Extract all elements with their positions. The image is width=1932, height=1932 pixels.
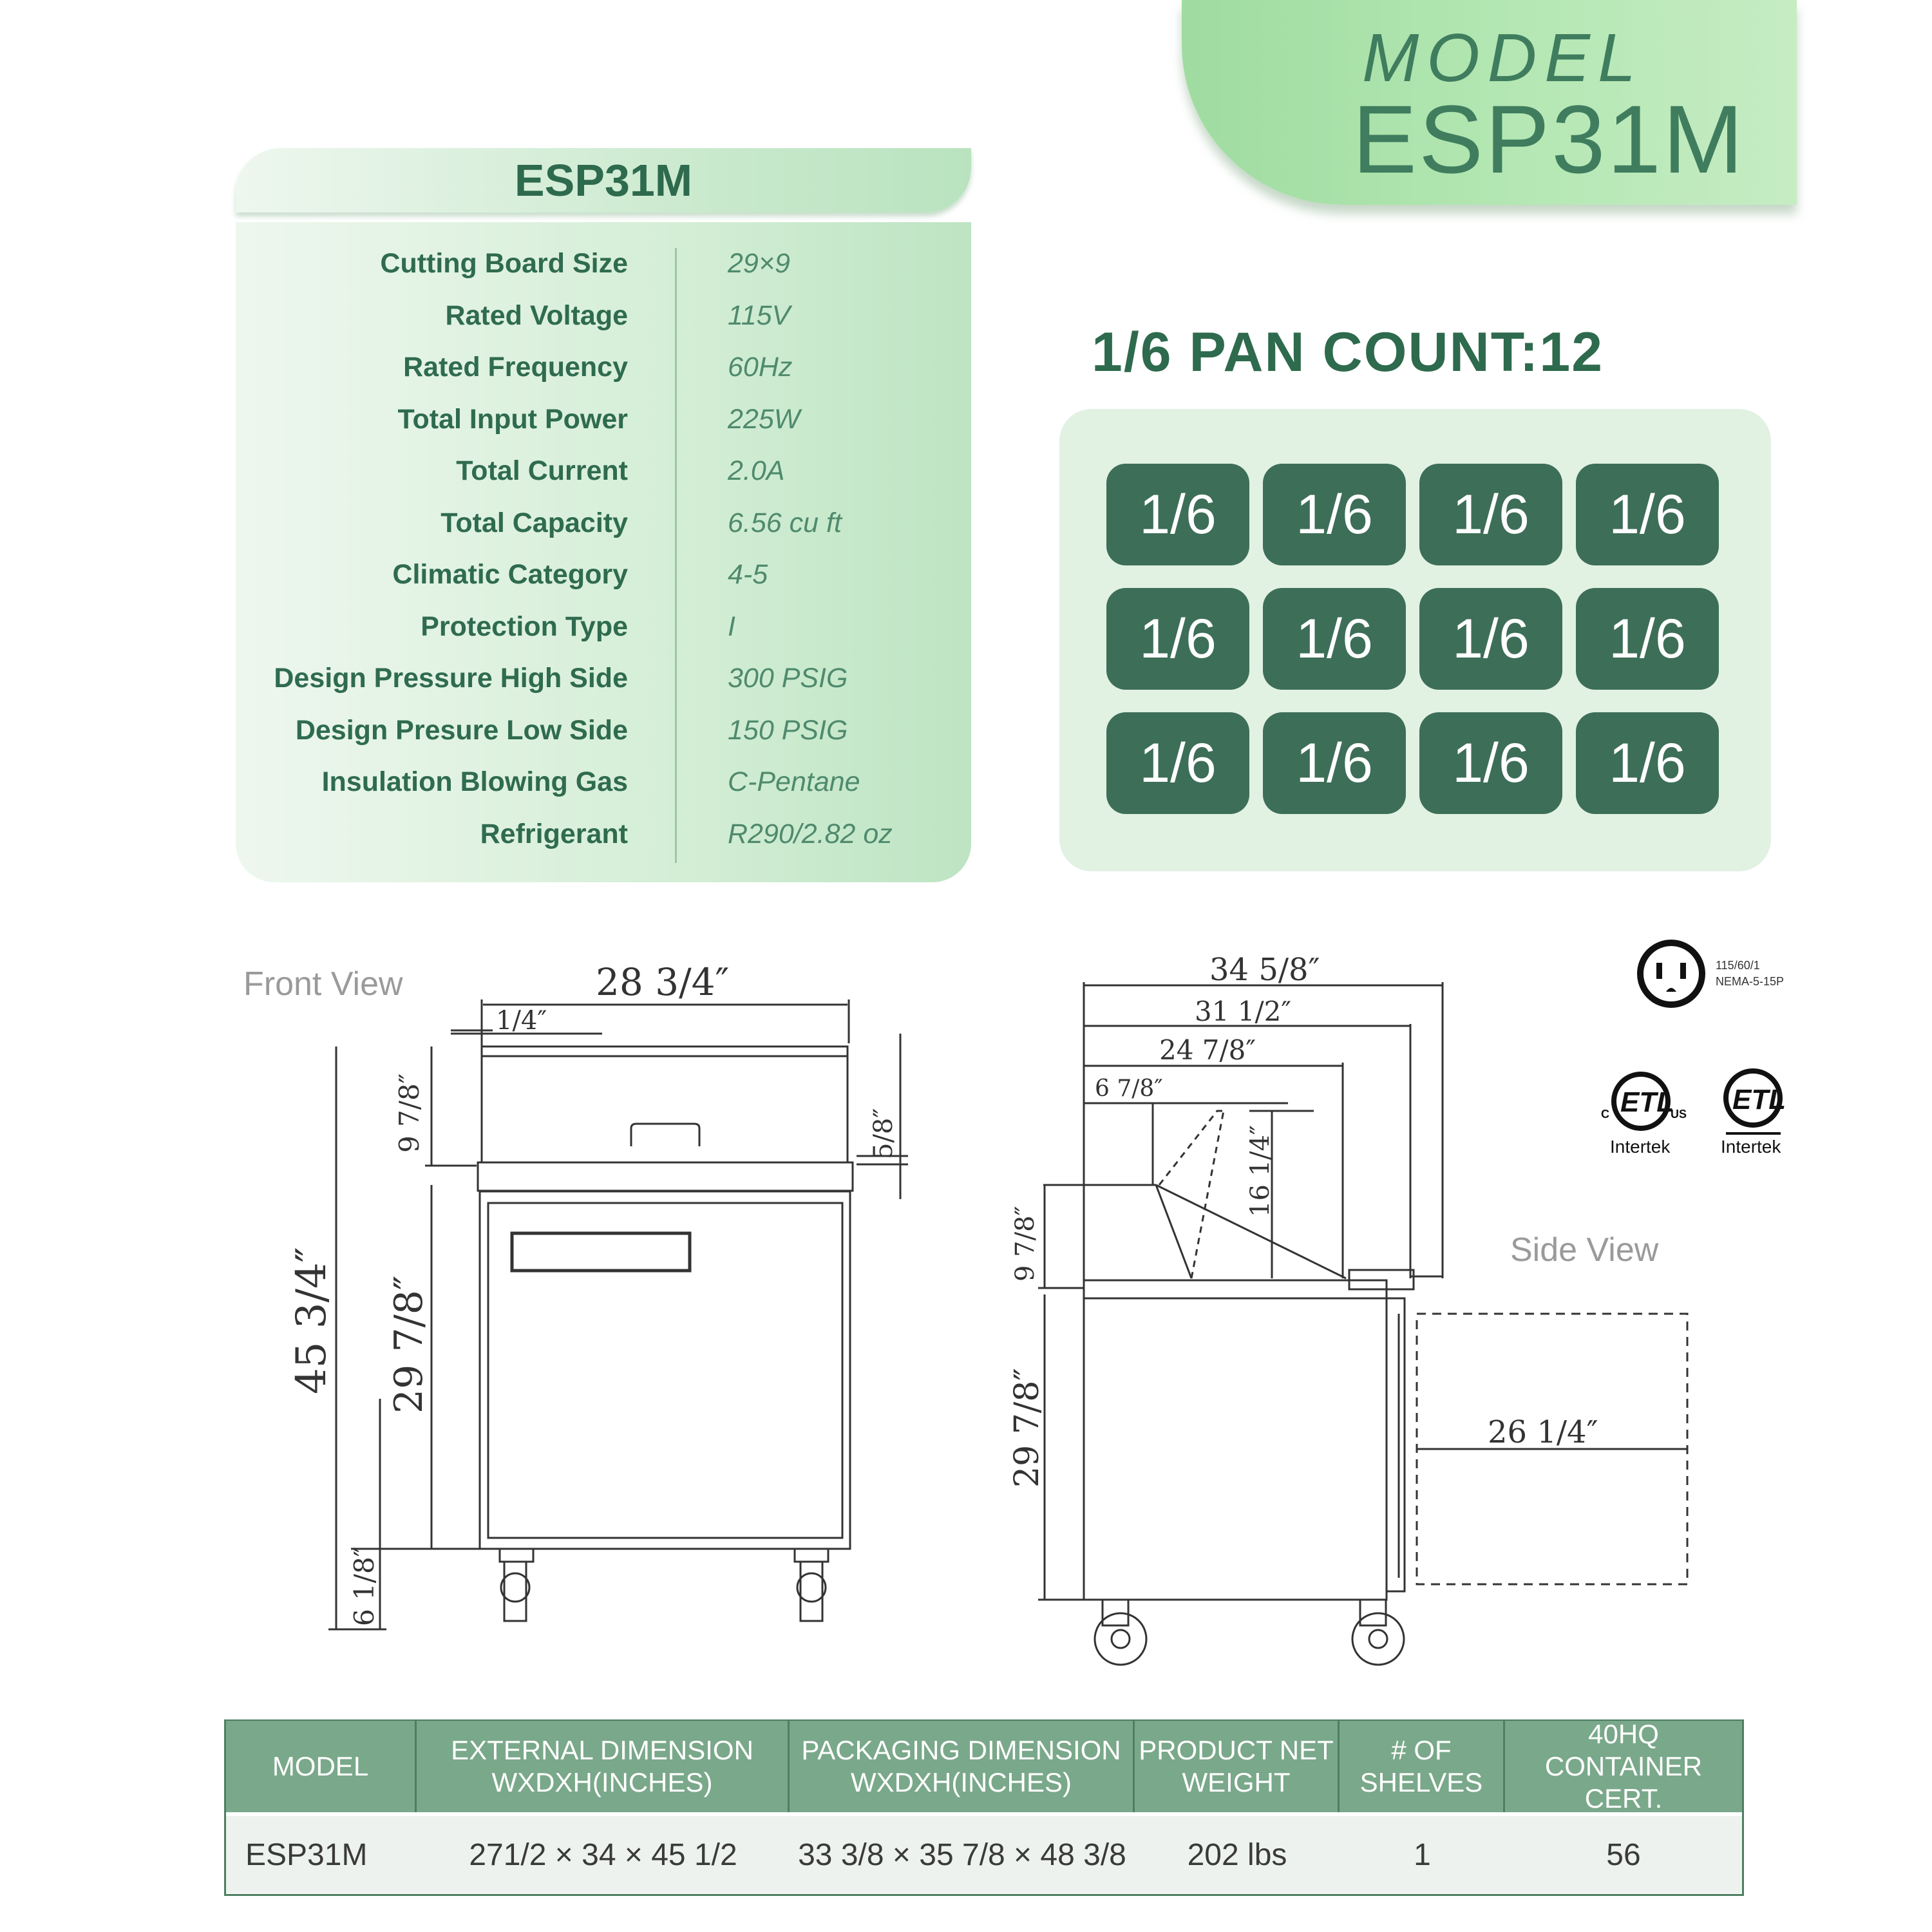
cert-label-2: Intertek [1721, 1137, 1781, 1157]
etl-mark-2: ETL [1732, 1084, 1786, 1115]
front-dim-body-height: 29 7/8″ [386, 1276, 431, 1414]
table-header-line: WEIGHT [1182, 1767, 1291, 1797]
pan-slot: 1/6 [1576, 712, 1719, 814]
pan-slot: 1/6 [1263, 712, 1406, 814]
spec-label: Cutting Board Size [380, 248, 628, 279]
etl-c: C [1601, 1108, 1609, 1121]
spec-table-header [236, 148, 971, 213]
table-cell: 271/2 × 34 × 45 1/2 [417, 1816, 790, 1893]
table-header-cell: MODEL [226, 1721, 417, 1812]
side-dim-d1: 34 5/8″ [1209, 952, 1320, 988]
side-dim-door: 26 1/4″ [1488, 1414, 1598, 1450]
pan-slot: 1/6 [1419, 588, 1562, 690]
table-header-line: EXTERNAL DIMENSION [451, 1735, 753, 1765]
spec-label: Rated Voltage [445, 299, 628, 331]
model-banner [1182, 0, 1797, 205]
pan-slot: 1/6 [1263, 464, 1406, 565]
spec-label: Total Capacity [440, 507, 628, 538]
spec-value: 4-5 [728, 559, 768, 590]
spec-value: 29×9 [728, 248, 790, 279]
table-cell: 1 [1340, 1816, 1505, 1893]
spec-value: C-Pentane [728, 766, 860, 797]
side-dim-lid: 16 1/4″ [1245, 1125, 1275, 1217]
pan-slot: 1/6 [1106, 712, 1249, 814]
table-header-line: # OF [1391, 1735, 1452, 1765]
side-view-drawing [1038, 982, 1689, 1666]
spec-label: Protection Type [421, 611, 628, 642]
table-header-line: 40HQ [1588, 1719, 1659, 1749]
front-dim-five-eighths: 5/8″ [869, 1108, 898, 1159]
side-dim-top-height: 9 7/8″ [1010, 1206, 1040, 1282]
pan-count-title: 1/6 PAN COUNT:12 [1092, 321, 1604, 383]
spec-label: Total Current [456, 455, 628, 486]
side-dim-body-height: 29 7/8″ [1008, 1368, 1046, 1488]
table-header-line: SHELVES [1359, 1767, 1483, 1797]
spec-value: 2.0A [728, 455, 785, 486]
pan-slot: 1/6 [1106, 588, 1249, 690]
etl-listed-icon [1611, 1072, 1671, 1131]
spec-value: 60Hz [728, 352, 793, 383]
side-dim-d4: 6 7/8″ [1095, 1075, 1163, 1102]
spec-value: 150 PSIG [728, 714, 848, 746]
spec-value: I [728, 611, 735, 642]
table-header-line: PRODUCT NET [1139, 1735, 1334, 1765]
table-header-line: WXDXH(INCHES) [851, 1767, 1072, 1797]
spec-value: 225W [728, 403, 800, 435]
front-dim-width: 28 3/4″ [596, 960, 729, 1004]
spec-label: Refrigerant [480, 818, 628, 849]
spec-table-divider [675, 248, 677, 863]
front-dim-total-height: 45 3/4″ [288, 1247, 336, 1394]
spec-table-body [236, 222, 971, 882]
model-name: ESP31M [1352, 85, 1745, 193]
table-header-line: WXDXH(INCHES) [491, 1767, 713, 1797]
front-view-drawing [328, 999, 908, 1631]
table-cell: 56 [1505, 1816, 1742, 1893]
spec-label: Design Pressure High Side [274, 663, 628, 694]
side-dim-d3: 24 7/8″ [1159, 1034, 1256, 1066]
spec-label: Design Presure Low Side [295, 714, 628, 746]
table-header-line: PACKAGING DIMENSION [801, 1735, 1121, 1765]
pan-slot: 1/6 [1106, 464, 1249, 565]
side-dim-d2: 31 1/2″ [1195, 996, 1291, 1027]
side-view-label: Side View [1510, 1231, 1659, 1269]
pan-slot: 1/6 [1576, 464, 1719, 565]
spec-label: Total Input Power [397, 403, 628, 435]
etl-sanitation-icon [1723, 1068, 1783, 1135]
table-cell: ESP31M [226, 1816, 417, 1893]
front-dim-quarter: 1/4″ [496, 1006, 547, 1036]
front-view-label: Front View [243, 965, 403, 1003]
front-dim-caster-height: 6 1/8″ [348, 1547, 380, 1626]
pan-slot: 1/6 [1263, 588, 1406, 690]
table-header-line: MODEL [272, 1751, 369, 1781]
etl-us: US [1671, 1108, 1687, 1121]
pan-slot: 1/6 [1419, 464, 1562, 565]
table-header-line: CONTAINER CERT. [1544, 1751, 1703, 1814]
etl-mark-1: ETL [1620, 1086, 1674, 1118]
dimension-table [224, 1719, 1744, 1896]
spec-table-title: ESP31M [514, 155, 693, 205]
spec-value: 6.56 cu ft [728, 507, 842, 538]
spec-label: Climatic Category [392, 559, 628, 590]
model-label: MODEL [1362, 20, 1643, 96]
spec-value: R290/2.82 oz [728, 818, 893, 849]
front-dim-top-height: 9 7/8″ [393, 1074, 425, 1153]
plug-spec-1: 115/60/1 [1716, 959, 1760, 972]
nema-plug-icon [1637, 940, 1705, 1008]
pan-slot: 1/6 [1419, 712, 1562, 814]
spec-value: 300 PSIG [728, 663, 848, 694]
table-cell: 33 3/8 × 35 7/8 × 48 3/8 [790, 1816, 1135, 1893]
pan-slot: 1/6 [1576, 588, 1719, 690]
spec-label: Insulation Blowing Gas [321, 766, 628, 797]
plug-spec-2: NEMA-5-15P [1716, 975, 1784, 988]
table-cell: 202 lbs [1135, 1816, 1340, 1893]
cert-label-1: Intertek [1610, 1137, 1671, 1157]
spec-value: 115V [728, 299, 791, 331]
spec-label: Rated Frequency [403, 352, 628, 383]
